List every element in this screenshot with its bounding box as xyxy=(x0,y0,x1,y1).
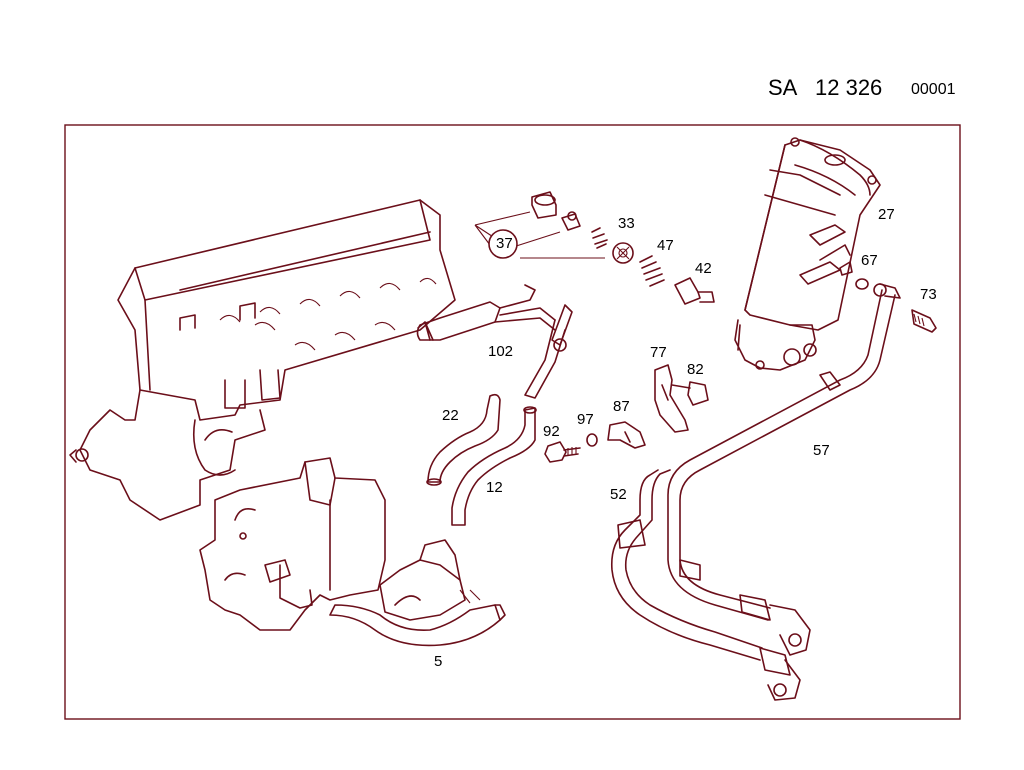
callout-67: 67 xyxy=(861,252,878,269)
clamp-87 xyxy=(607,421,646,449)
hose-5 xyxy=(329,589,506,647)
reservoir-27 xyxy=(734,137,881,371)
callout-57: 57 xyxy=(813,442,830,459)
power-steering-pump-assembly xyxy=(199,457,466,631)
document-number: 12 326 xyxy=(815,75,883,100)
callout-73: 73 xyxy=(920,286,937,303)
callout-12: 12 xyxy=(486,479,503,496)
callout-27: 27 xyxy=(878,206,895,223)
document-prefix: SA xyxy=(768,75,798,100)
callout-77: 77 xyxy=(650,344,667,361)
callout-22: 22 xyxy=(442,407,459,424)
callout-47: 47 xyxy=(657,237,674,254)
callout-82: 82 xyxy=(687,361,704,378)
bolt-82 xyxy=(671,381,709,406)
line-52 xyxy=(610,469,801,701)
callout-37: 37 xyxy=(496,235,513,252)
hose-22 xyxy=(426,393,501,486)
callout-42: 42 xyxy=(695,260,712,277)
callout-92: 92 xyxy=(543,423,560,440)
hose-12 xyxy=(451,406,537,526)
callout-97: 97 xyxy=(577,411,594,428)
callout-33: 33 xyxy=(618,215,635,232)
line-57 xyxy=(667,289,896,656)
part-group-37 xyxy=(474,191,715,305)
washer-97 xyxy=(586,433,598,447)
drawing-frame xyxy=(64,124,961,720)
hose-102 xyxy=(416,284,573,399)
callout-102: 102 xyxy=(488,343,513,360)
callout-5: 5 xyxy=(434,653,442,670)
bracket-77 xyxy=(654,364,689,433)
engine-block xyxy=(69,199,456,521)
bolt-92 xyxy=(544,441,581,463)
callout-52: 52 xyxy=(610,486,627,503)
callout-87: 87 xyxy=(613,398,630,415)
document-sheet-number: 00001 xyxy=(911,81,956,98)
